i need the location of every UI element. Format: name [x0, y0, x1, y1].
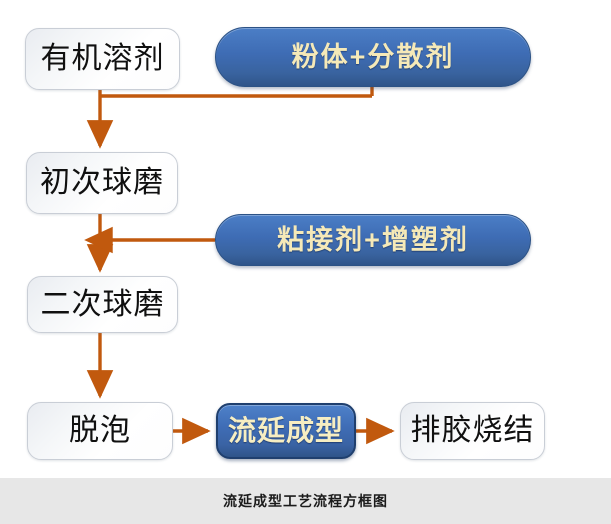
node-organic-solvent[interactable]: 有机溶剂 [25, 28, 180, 90]
node-label: 排胶烧结 [410, 414, 535, 447]
figure-caption-bar: 流延成型工艺流程方框图 [0, 478, 611, 524]
node-powder-dispersant[interactable]: 粉体+分散剂 [215, 27, 531, 87]
connector-layer [84, 87, 395, 445]
node-label: 粉体+分散剂 [291, 41, 455, 72]
figure-caption: 流延成型工艺流程方框图 [223, 493, 388, 509]
node-label: 粘接剂+增塑剂 [277, 224, 469, 255]
node-label: 脱泡 [69, 414, 131, 447]
node-tape-casting[interactable]: 流延成型 [216, 403, 356, 459]
process-flow-diagram: 有机溶剂 粉体+分散剂 初次球磨 粘接剂+增塑剂 二次球磨 脱泡 流延成型 排胶… [25, 27, 545, 460]
node-first-ball-milling[interactable]: 初次球磨 [26, 152, 178, 214]
node-label: 二次球磨 [40, 287, 165, 321]
node-binder-plasticizer[interactable]: 粘接剂+增塑剂 [215, 214, 531, 266]
node-label: 有机溶剂 [40, 42, 165, 75]
node-debinding-sintering[interactable]: 排胶烧结 [400, 402, 545, 460]
node-defoaming[interactable]: 脱泡 [27, 402, 173, 460]
node-label: 初次球磨 [40, 166, 164, 199]
node-label: 流延成型 [227, 415, 344, 446]
node-second-ball-milling[interactable]: 二次球磨 [27, 276, 178, 333]
